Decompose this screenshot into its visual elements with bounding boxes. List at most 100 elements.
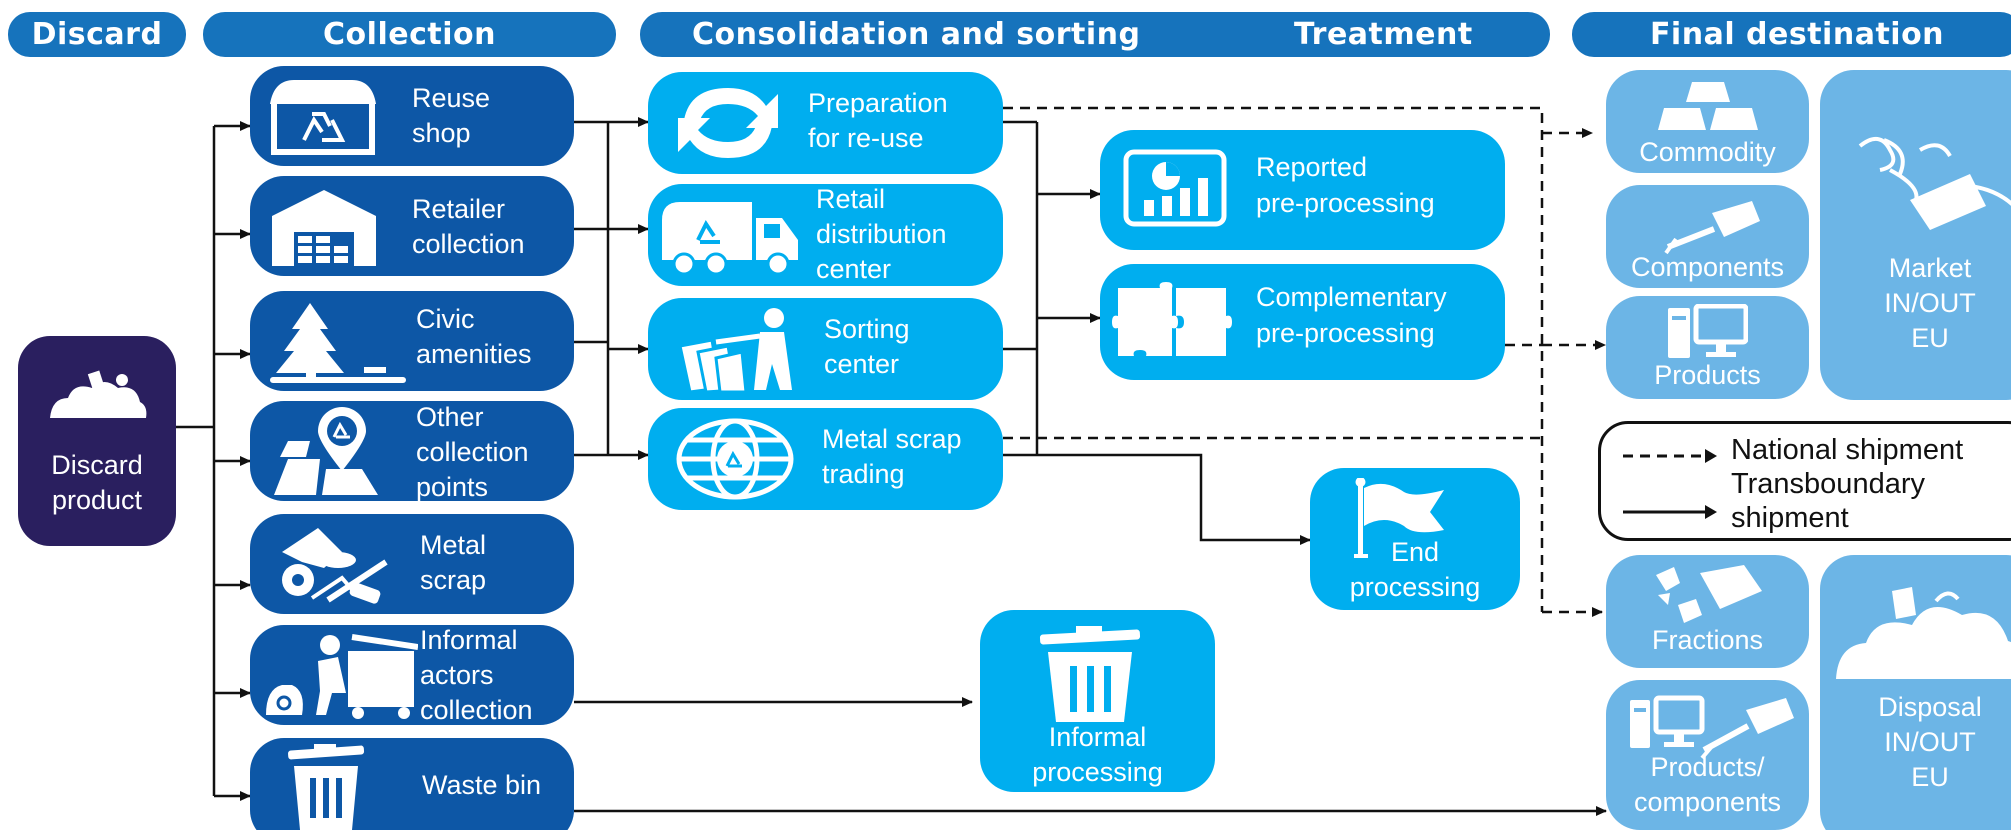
complementary-line2: pre-processing [1256,318,1435,348]
globe-icon [676,418,794,500]
market-line3: EU [1911,323,1949,353]
treatment-complementary-preprocessing: Complementary pre-processing [1100,264,1505,380]
discard-product-box: Discard product [18,336,176,546]
final-commodity: Commodity [1606,70,1809,173]
map-pin-icon [274,407,378,495]
civic-line2: amenities [416,339,532,369]
end-processing-box: End processing [1310,468,1520,610]
header-collection: Collection [203,12,616,57]
collection-waste-bin: Waste bin [250,738,574,830]
flag-icon [1354,478,1444,558]
cart-icon [266,634,418,719]
market-goods-icon [1858,137,2011,230]
scrap-icon [282,528,388,604]
informal-actors-line2: actors [420,660,494,690]
consolidation-sorting-center: Sorting center [648,298,1003,400]
chart-icon [1123,149,1227,227]
end-processing-line1: End [1390,537,1440,567]
market-line1: Market [1888,253,1972,283]
warehouse-icon [272,190,376,266]
reuse-shop-line2: shop [412,118,471,148]
informal-processing-line1: Informal [1048,722,1147,752]
informal-processing-box: Informal processing [980,610,1215,792]
end-processing-line2: processing [1349,572,1481,602]
civic-line1: Civic [416,304,475,334]
legend-transboundary-line1: Transboundary [1731,468,1925,500]
shop-icon [270,80,376,155]
final-fractions: Fractions [1606,555,1809,668]
collection-reuse-shop: Reuse shop [250,66,574,166]
collection-other-points: Other collection points [250,401,574,502]
products-components-line1: Products/ [1650,752,1765,782]
tree-icon [270,303,406,383]
gold-bars-icon [1658,82,1758,130]
commodity-label: Commodity [1639,137,1776,167]
disposal-line3: EU [1911,762,1949,792]
waste-pile-icon [50,370,147,418]
metal-trading-line2: trading [822,459,905,489]
other-points-line2: collection [416,437,529,467]
fractions-label: Fractions [1651,625,1764,655]
products-components-line2: components [1633,787,1782,817]
header-final-destination: Final destination [1572,12,2011,57]
sorting-center-line2: center [824,349,900,379]
consolidation-metal-scrap-trading: Metal scrap trading [648,408,1003,510]
computer-plug-icon [1630,695,1794,760]
informal-actors-line3: collection [420,695,533,725]
discard-product-line2: product [51,485,143,515]
waste-bin-label: Waste bin [422,770,542,800]
final-products-components: Products/ components [1606,680,1809,830]
informal-processing-line2: processing [1032,757,1163,787]
market-line2: IN/OUT [1884,288,1976,318]
fragments-icon [1656,565,1762,623]
puzzle-icon [1112,282,1232,356]
metal-scrap-line2: scrap [420,565,487,595]
consolidation-retail-distribution: Retail distribution center [648,184,1003,286]
reported-line1: Reported [1256,152,1368,182]
collection-informal-actors: Informal actors collection [250,625,574,725]
collection-metal-scrap: Metal scrap [250,514,574,614]
complementary-line1: Complementary [1256,282,1447,312]
final-disposal: Disposal IN/OUT EU [1820,555,2011,830]
retailer-line1: Retailer [412,194,506,224]
preparation-line2: for re-use [808,123,924,153]
header-consolidation: Consolidation and sorting [692,17,1141,52]
retail-distribution-line3: center [816,254,892,284]
metal-scrap-line1: Metal [420,530,487,560]
treatment-reported-preprocessing: Reported pre-processing [1100,130,1505,250]
legend-line-samples [1623,449,1717,519]
legend-transboundary-line2: shipment [1731,502,1849,534]
components-label: Components [1630,252,1785,282]
header-consolidation-treatment: Consolidation and sorting Treatment [640,12,1550,57]
other-points-line1: Other [416,402,484,432]
consolidation-preparation-reuse: Preparation for re-use [648,72,1003,174]
preparation-line1: Preparation [808,88,948,118]
retailer-line2: collection [412,229,525,259]
reported-line2: pre-processing [1256,188,1435,218]
header-treatment: Treatment [1294,17,1473,52]
retail-distribution-line2: distribution [816,219,947,249]
discard-product-line1: Discard [51,450,143,480]
landfill-icon [1836,587,2011,679]
metal-trading-line1: Metal scrap [822,424,962,454]
plug-icon [1664,201,1760,255]
recycle-arrows-icon [678,88,778,158]
final-market: Market IN/OUT EU [1820,70,2011,400]
legend-national: National shipment [1731,434,1964,466]
collection-civic-amenities: Civic amenities [250,291,574,391]
disposal-line1: Disposal [1878,692,1982,722]
sorting-icon [678,308,792,394]
collection-retailer: Retailer collection [250,176,574,276]
trash-bin-icon [288,744,365,830]
final-components: Components [1606,185,1809,288]
computer-icon [1668,304,1748,358]
header-discard: Discard [8,12,186,57]
truck-icon [662,202,798,276]
informal-processing-bin-icon [1039,626,1141,722]
final-products: Products [1606,296,1809,399]
disposal-line2: IN/OUT [1884,727,1976,757]
other-points-line3: points [416,472,489,502]
legend: National shipment Transboundary shipment [1598,421,2011,541]
